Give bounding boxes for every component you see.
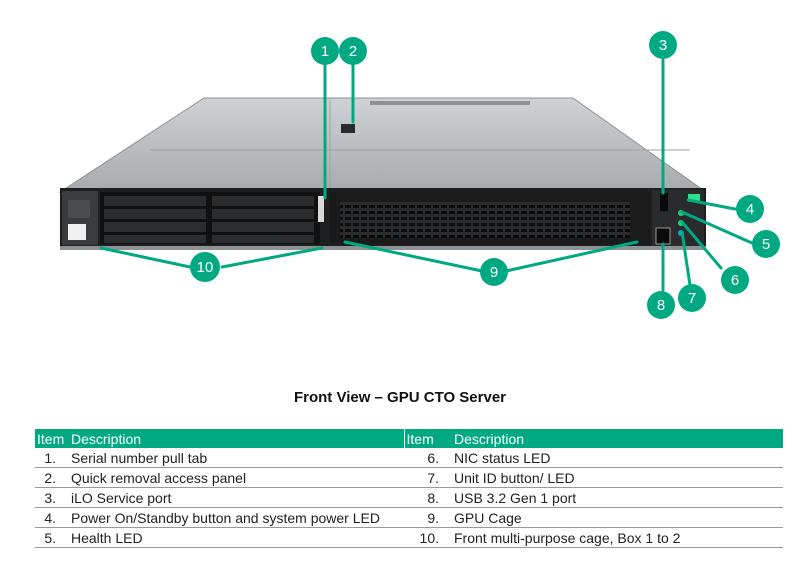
power-button-led — [688, 194, 700, 201]
item-description: Quick removal access panel — [68, 467, 405, 488]
callout-6-label: 6 — [731, 272, 739, 289]
figure-title: Front View – GPU CTO Server — [293, 389, 506, 406]
item-number: 2. — [35, 467, 68, 488]
item-number: 10. — [404, 527, 451, 548]
item-number: 6. — [404, 448, 451, 468]
ilo-service-port — [660, 193, 668, 211]
item-number: 9. — [404, 507, 451, 528]
callout-6: 6 — [721, 266, 749, 294]
item-description: iLO Service port — [68, 487, 405, 508]
table-row: 5. Health LED 10. Front multi-purpose ca… — [35, 527, 783, 548]
serial-label-tag — [341, 124, 355, 133]
item-description: GPU Cage — [451, 507, 783, 528]
callout-4-label: 4 — [746, 201, 754, 218]
header-description-right: Description — [451, 429, 783, 448]
item-description: Serial number pull tab — [68, 448, 405, 468]
table-row: 4. Power On/Standby button and system po… — [35, 507, 783, 528]
leader-lines — [99, 58, 754, 292]
callout-7: 7 — [678, 284, 706, 312]
header-item-right: Item — [404, 429, 451, 448]
item-number: 5. — [35, 527, 68, 548]
callout-1-label: 1 — [321, 43, 329, 60]
callout-3-label: 3 — [659, 37, 667, 54]
gpu-cage — [330, 192, 650, 244]
callout-7-label: 7 — [688, 290, 696, 307]
server-diagram: 1 2 3 4 5 6 7 8 9 10 — [58, 31, 780, 319]
item-number: 7. — [404, 467, 451, 488]
item-number: 3. — [35, 487, 68, 508]
callout-2-label: 2 — [349, 43, 357, 60]
callout-3: 3 — [649, 31, 677, 59]
table-row: 1. Serial number pull tab 6. NIC status … — [35, 448, 783, 468]
legend-header-row: Item Description Item Description — [35, 429, 783, 448]
callout-2: 2 — [339, 37, 367, 65]
serial-pull-tab — [318, 196, 324, 222]
item-description: Health LED — [68, 527, 405, 548]
item-description: NIC status LED — [451, 448, 783, 468]
item-description: Power On/Standby button and system power… — [68, 507, 405, 528]
callout-5: 5 — [752, 230, 780, 258]
table-row: 3. iLO Service port 8. USB 3.2 Gen 1 por… — [35, 487, 783, 508]
callout-10: 10 — [190, 252, 220, 282]
callout-4: 4 — [736, 195, 764, 223]
callout-9: 9 — [480, 258, 508, 286]
callout-1: 1 — [311, 37, 339, 65]
server-chassis — [58, 97, 708, 250]
item-number: 8. — [404, 487, 451, 508]
item-description: Unit ID button/ LED — [451, 467, 783, 488]
item-description: USB 3.2 Gen 1 port — [451, 487, 783, 508]
legend-table: Item Description Item Description 1. Ser… — [35, 429, 783, 548]
callout-8-label: 8 — [657, 297, 665, 314]
item-number: 1. — [35, 448, 68, 468]
item-description: Front multi-purpose cage, Box 1 to 2 — [451, 527, 783, 548]
header-item-left: Item — [35, 429, 68, 448]
header-description-left: Description — [68, 429, 405, 448]
rear-vent-strip — [370, 101, 530, 105]
callout-8: 8 — [647, 291, 675, 319]
callout-5-label: 5 — [762, 236, 770, 253]
table-row: 2. Quick removal access panel 7. Unit ID… — [35, 467, 783, 488]
top-cover — [58, 97, 708, 193]
usb-port — [655, 227, 671, 245]
callout-9-label: 9 — [490, 264, 498, 281]
item-number: 4. — [35, 507, 68, 528]
drive-cage — [100, 192, 320, 244]
callout-10-label: 10 — [197, 259, 214, 276]
